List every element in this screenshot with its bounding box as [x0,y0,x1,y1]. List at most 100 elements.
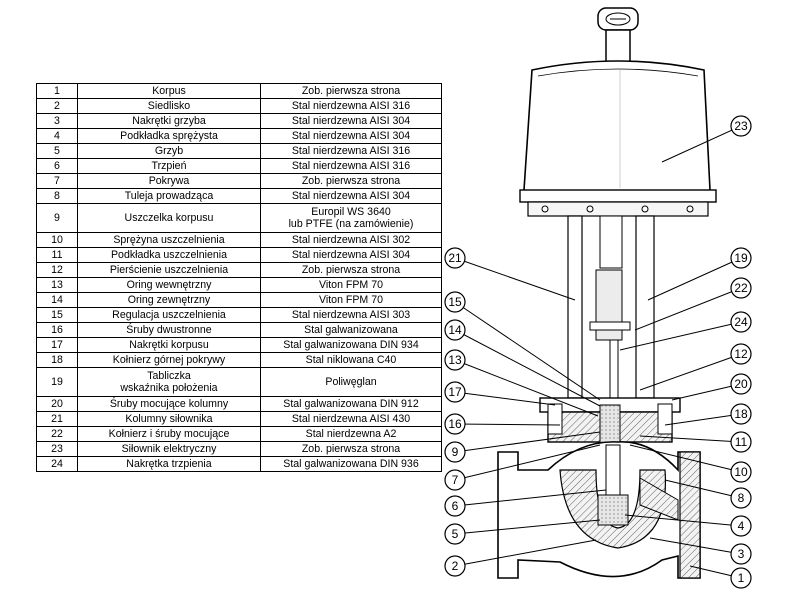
part-material: Stal galwanizowana [260,322,442,338]
part-material: Stal nierdzewna AISI 302 [260,232,442,248]
part-material: Stal nierdzewna AISI 430 [260,411,442,427]
callout-24: 24 [734,315,748,329]
part-name: Sprężyna uszczelnienia [77,232,261,248]
part-material: Zob. pierwsza strona [260,441,442,457]
part-name: Siedlisko [77,98,261,114]
part-number: 21 [36,411,78,427]
part-material: Stal nierdzewna AISI 304 [260,188,442,204]
callout-14: 14 [448,323,462,337]
callout-21: 21 [448,251,462,265]
callout-17: 17 [448,385,462,399]
part-number: 24 [36,456,78,472]
part-material: Stal nierdzewna AISI 304 [260,128,442,144]
callout-3: 3 [738,547,745,561]
part-name: Trzpień [77,158,261,174]
part-material: Stal nierdzewna AISI 303 [260,307,442,323]
part-number: 9 [36,203,78,233]
part-number: 10 [36,232,78,248]
part-name: Śruby dwustronne [77,322,261,338]
callout-5: 5 [452,527,459,541]
part-name: Kołnierz górnej pokrywy [77,352,261,368]
part-material: Stal nierdzewna AISI 304 [260,247,442,263]
part-number: 7 [36,173,78,189]
callout-13: 13 [448,353,462,367]
part-number: 23 [36,441,78,457]
part-name: Tuleja prowadząca [77,188,261,204]
part-number: 13 [36,277,78,293]
callout-8: 8 [738,491,745,505]
part-material-line1: Europil WS 3640 [311,206,391,218]
callout-labels: 23 19 22 24 12 20 18 11 10 8 4 3 1 21 15… [448,119,748,585]
part-name: Regulacja uszczelnienia [77,307,261,323]
callout-2: 2 [452,559,459,573]
part-material: Viton FPM 70 [260,277,442,293]
part-name: Siłownik elektryczny [77,441,261,457]
part-number: 17 [36,337,78,353]
actuator-housing [519,60,717,217]
part-name: Kolumny siłownika [77,411,261,427]
callout-10: 10 [734,465,748,479]
part-material: Stal nierdzewna AISI 316 [260,143,442,159]
callout-circles [444,115,752,589]
part-name: Nakrętki korpusu [77,337,261,353]
part-material: Stal nierdzewna A2 [260,426,442,442]
part-number: 14 [36,292,78,308]
part-material: Stal niklowana C40 [260,352,442,368]
callout-1: 1 [738,571,745,585]
valve-cross-section-drawing: 23 19 22 24 12 20 18 11 10 8 4 3 1 21 15… [444,7,752,589]
part-material: Zob. pierwsza strona [260,173,442,189]
callout-11: 11 [735,435,748,449]
part-material: Stal galwanizowana DIN 936 [260,456,442,472]
callout-9: 9 [452,445,459,459]
actuator-knob [597,7,639,63]
callout-22: 22 [734,281,748,295]
part-name: Podkładka sprężysta [77,128,261,144]
part-name: Nakrętka trzpienia [77,456,261,472]
part-name: Kołnierz i śruby mocujące [77,426,261,442]
callout-leaders [454,125,742,579]
part-number: 18 [36,352,78,368]
part-name: Śruby mocujące kolumny [77,396,261,412]
callout-6: 6 [452,499,459,513]
part-number: 1 [36,83,78,99]
part-material: Viton FPM 70 [260,292,442,308]
part-name: Grzyb [77,143,261,159]
bonnet-flange [539,397,681,446]
part-number: 11 [36,247,78,263]
callout-19: 19 [734,251,748,265]
callout-7: 7 [452,473,459,487]
part-name: Podkładka uszczelnienia [77,247,261,263]
callout-18: 18 [734,407,748,421]
part-name-line1: Tabliczka [147,370,191,382]
callout-16: 16 [448,417,462,431]
part-number: 2 [36,98,78,114]
part-number: 16 [36,322,78,338]
part-name: Oring zewnętrzny [77,292,261,308]
part-name: Pokrywa [77,173,261,189]
callout-20: 20 [734,377,748,391]
part-number: 3 [36,113,78,129]
callout-4: 4 [738,519,745,533]
part-material: Stal nierdzewna AISI 316 [260,98,442,114]
